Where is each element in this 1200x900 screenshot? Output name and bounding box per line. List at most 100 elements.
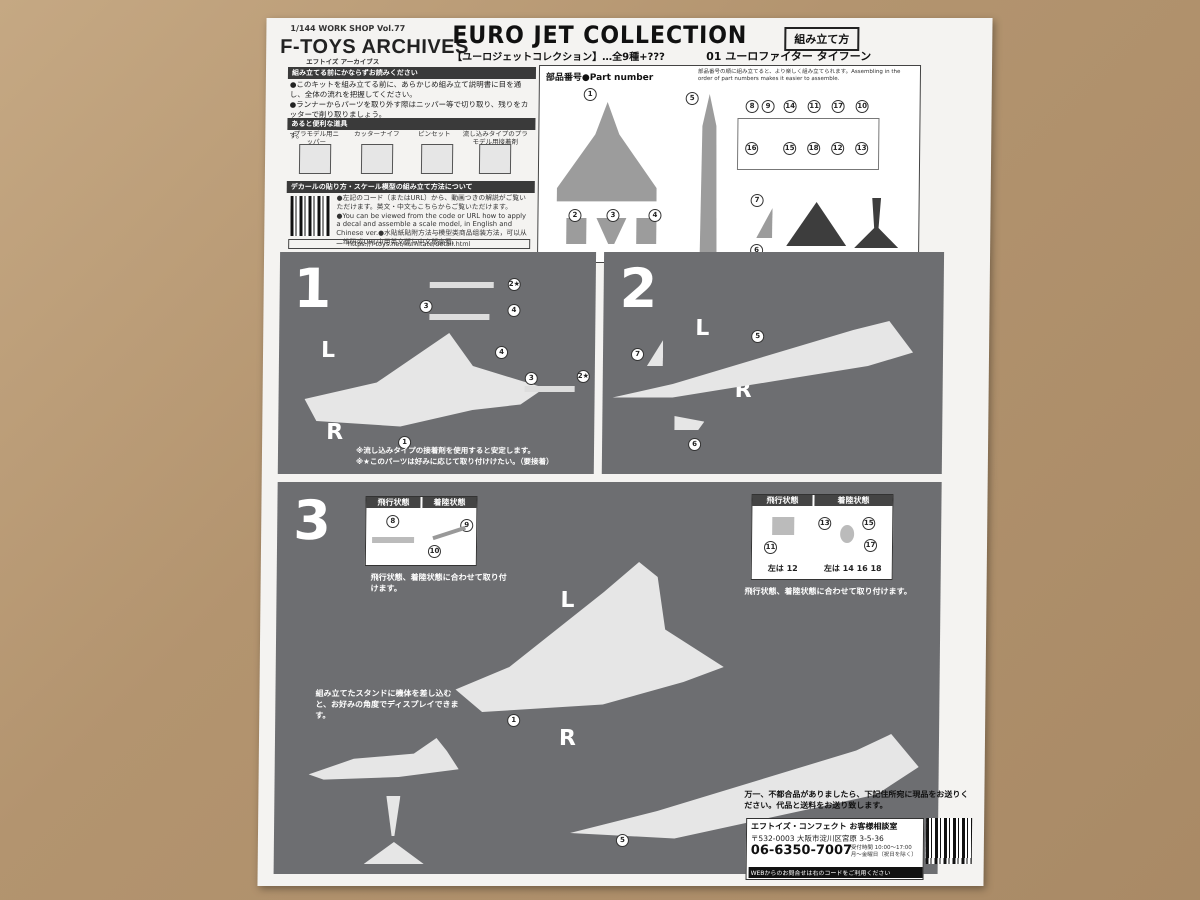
pre-notes-heading: 組み立てる前にかならずお読みください [287,67,537,79]
step-1-part-2-right [524,386,575,392]
page-title: EURO JET COLLECTION [452,21,748,49]
step-1-right-label: R [326,420,344,445]
glue-icon [478,144,512,174]
step-1-panel: 1 L R 2★ 3 4 3 2★ 4 1 ※流し込みタイプの接着剤を使用すると… [277,252,597,474]
step-2-part-7 [647,340,663,366]
step-2-part-6 [674,416,704,430]
stand-note: 組み立てたスタンドに機体を差し込むと、お好みの角度でディスプレイできます。 [315,689,459,721]
stand-arm-shape [854,198,899,248]
kumitate-url[interactable]: https://f-toys.net/kumitate/detail.html [288,239,531,250]
callout-7: 7 [630,348,645,361]
part-callout-11: 11 [807,100,821,113]
step-1-note-2: ※★このパーツは好みに応じて取り付けけたい。（要接着） [355,456,554,466]
tool-tweezers-label: ピンセット [418,130,451,138]
phone-number[interactable]: 06-6350-7007 [750,843,853,858]
callout-15: 15 [862,517,876,530]
part-callout-14: 14 [783,100,797,113]
stand-arm-shape-step3 [386,796,400,836]
qr-code-icon[interactable] [290,196,331,236]
part-callout-9: 9 [761,100,775,113]
part-callout-5: 5 [685,92,699,105]
right-landing-left-note: 左は 14 16 18 [823,564,882,573]
model-name: 01 ユーロファイター タイフーン [706,50,872,63]
callout-4-right: 4 [494,346,509,359]
left-options-note: 飛行状態、着陸状態に合わせて取り付けます。 [370,573,507,594]
callout-10: 10 [427,545,442,558]
part-11-shape [772,517,795,535]
part-2-shape [566,218,587,244]
workshop-label: 1/144 WORK SHOP Vol.77 [290,24,406,33]
part-8-shape [372,537,415,543]
part-9-shape [432,525,466,541]
right-options-box: 飛行状態 着陸状態 11 13 15 17 左は 12 左は 14 16 18 [750,494,894,580]
step-2-number: 2 [619,257,658,320]
right-flight-heading: 飛行状態 [752,495,813,506]
callout-6: 6 [688,438,702,451]
step-1-left-label: L [320,338,336,363]
nipper-icon [298,144,332,174]
callout-2-star-right: 2★ [576,370,590,383]
step-3-right-label: R [558,726,577,751]
step-1-number: 1 [293,257,332,320]
part-callout-4: 4 [648,209,662,222]
cutter-icon [360,144,394,174]
pre-note-1: ●このキットを組み立てる前に、あらかじめ組み立て説明書に目を通し、全体の流れを把… [289,80,522,100]
contact-box: エフトイズ・コンフェクト お客様相談室 〒532-0003 大阪市淀川区宮原 3… [745,818,925,880]
step-1-part-2-top [429,282,494,288]
callout-8: 8 [386,515,400,528]
brand-logo: F-TOYS ARCHIVES [280,36,469,58]
left-landing-heading: 着陸状態 [422,497,477,508]
stand-base-shape-step3 [364,842,424,864]
part-1-shape [557,102,658,210]
contact-qr-code-icon[interactable] [925,818,973,864]
part-callout-10: 10 [855,100,869,113]
part-landing-gear-shape [840,525,855,543]
callout-step3-5: 5 [615,834,629,847]
part-callout-3: 3 [606,209,620,222]
parts-panel: 部品番号●Part number 部品番号の順に組み立てると、より楽しく組み立て… [536,65,922,263]
callout-13: 13 [818,517,832,530]
step-2-panel: 2 L R 7 5 6 [601,252,945,474]
step-1-part-4 [429,314,490,320]
part-callout-12: 12 [831,142,845,155]
part-callout-2: 2 [568,209,582,222]
callout-3-right: 3 [524,372,538,385]
brand-kana: エフトイズ アーカイブス [306,58,380,66]
tweezers-icon [420,144,454,174]
web-contact-note: WEBからのお問合せは右のコードをご利用ください [748,867,923,878]
parts-note: 部品番号の順に組み立てると、より楽しく組み立てられます。Assembling i… [697,69,901,83]
callout-11: 11 [763,541,778,554]
company-name: エフトイズ・コンフェクト お客様相談室 [751,822,898,831]
tools-row: プラモデル用ニッパー カッターナイフ ピンセット 流し込みタイプのプラモデル用接… [289,130,530,178]
displayed-jet-shape [308,738,459,790]
callout-2-star-top: 2★ [507,278,521,291]
left-flight-heading: 飛行状態 [366,497,421,508]
step-2-left-label: L [695,316,710,341]
stand-base-shape [786,202,846,246]
callout-step3-1: 1 [507,714,521,727]
tools-heading: あると便利な道具 [287,118,536,130]
part-callout-7: 7 [750,194,764,207]
left-options-box: 飛行状態 着陸状態 8 9 10 [364,496,478,566]
part-callout-18: 18 [807,142,821,155]
part-callout-16: 16 [745,142,759,155]
right-flight-left-note: 左は 12 [767,564,798,573]
page-subtitle: 【ユーロジェットコレクション】…全9種+??? [452,52,665,63]
part-callout-13: 13 [855,142,869,155]
parts-heading: 部品番号●Part number [545,73,654,83]
step-1-airframe [304,322,545,432]
tool-cutter-label: カッターナイフ [354,130,400,138]
part-callout-17: 17 [831,100,845,113]
part-callout-8: 8 [745,100,759,113]
part-callout-1: 1 [583,88,597,101]
callout-3-top: 3 [419,300,433,313]
defect-notice: 万一、不都合品がありましたら、下記住所宛に現品をお送りください。代品と送料をお送… [744,790,969,810]
instruction-sheet: 1/144 WORK SHOP Vol.77 F-TOYS ARCHIVES エ… [257,18,993,886]
step-3-number: 3 [292,489,332,552]
part-5-shape [694,94,724,254]
decal-heading: デカールの貼り方・スケール模型の組み立て方法について [286,181,535,193]
part-callout-15: 15 [783,142,797,155]
business-hours: 受付時間 10:00〜17:00 月〜金曜日（祝日を除く） [850,845,917,859]
step-1-notes: ※流し込みタイプの接着剤を使用すると安定します。 ※★このパーツは好みに応じて取… [356,446,592,467]
step-3-left-label: L [560,588,575,613]
